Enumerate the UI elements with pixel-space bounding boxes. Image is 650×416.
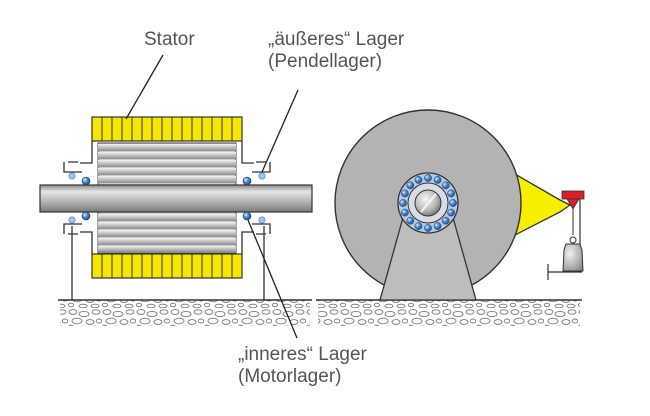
weight-hook bbox=[569, 236, 577, 244]
bearing-ball bbox=[449, 199, 457, 207]
bearing-ball bbox=[399, 199, 407, 207]
bearing-balls bbox=[399, 174, 457, 232]
ground-right bbox=[318, 300, 580, 326]
ground-left bbox=[60, 300, 310, 326]
bearing-ball bbox=[424, 224, 432, 232]
weight bbox=[562, 243, 584, 272]
bearing-ball bbox=[433, 222, 442, 230]
bearing-ball bbox=[406, 181, 415, 190]
bearing-ball bbox=[406, 216, 415, 225]
bearing-ball bbox=[414, 176, 423, 184]
inner-bearing-label: „inneres“ Lager (Motorlager) bbox=[238, 344, 367, 388]
bearing-ball bbox=[441, 216, 450, 225]
knife-edge bbox=[566, 198, 580, 210]
motor-section-view bbox=[39, 54, 313, 339]
inner-bearing-leader bbox=[247, 219, 298, 339]
outer-bearing-label: „äußeres“ Lager (Pendellager) bbox=[268, 29, 404, 73]
stator-top bbox=[91, 116, 243, 142]
outer-bearing-label-line2: (Pendellager) bbox=[268, 51, 383, 72]
inner-bearing-label-line1: „inneres“ Lager bbox=[238, 344, 367, 365]
housing-outline bbox=[80, 141, 254, 254]
inner-bearing-label-line2: (Motorlager) bbox=[238, 366, 342, 387]
outer-bearing-housings bbox=[63, 161, 271, 235]
outer-bearings bbox=[68, 172, 266, 224]
bearing-ball bbox=[401, 208, 409, 217]
knife-edge-block bbox=[561, 190, 585, 200]
motor-front-view bbox=[316, 109, 585, 326]
outer-bearing-label-line1: „äußeres“ Lager bbox=[268, 29, 405, 50]
stator-bottom bbox=[91, 253, 243, 279]
outer-bearing-leader bbox=[261, 89, 299, 173]
bearing-ball bbox=[447, 189, 455, 198]
balance-mechanism bbox=[547, 190, 585, 280]
shaft bbox=[39, 184, 313, 213]
inner-bearings bbox=[81, 176, 252, 221]
bearing-ball bbox=[433, 176, 442, 184]
bearing-ball bbox=[414, 222, 423, 230]
bearing-ball bbox=[401, 189, 409, 198]
shaft-highlight bbox=[420, 193, 437, 213]
bearing-ball bbox=[441, 181, 450, 190]
bearing-ball bbox=[424, 174, 432, 182]
bearing-ball bbox=[447, 208, 455, 217]
stator-label: Stator bbox=[144, 29, 195, 50]
stator-leader bbox=[125, 54, 164, 120]
